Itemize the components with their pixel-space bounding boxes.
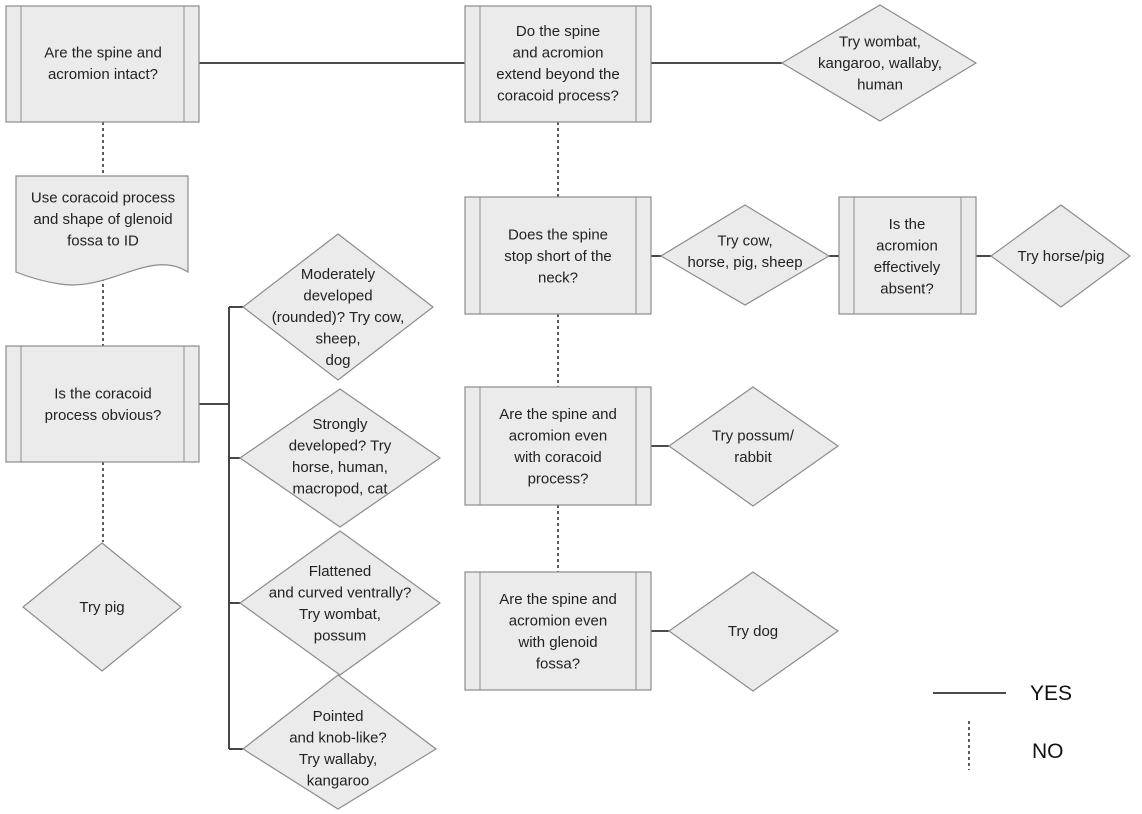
- diamond-try-horse-pig: [989, 204, 1132, 308]
- diamond-try-wombat: [780, 4, 978, 122]
- question-box-acromion-absent: [838, 196, 977, 315]
- try-possum-text: Try possum/rabbit: [712, 427, 795, 466]
- diamond-pointed: [241, 674, 438, 810]
- legend: YES NO: [933, 682, 1072, 770]
- question-box-even-glenoid: [464, 571, 652, 691]
- diamond-try-possum: [667, 386, 840, 507]
- question-box-spine-intact: [5, 5, 200, 123]
- diamond-strongly-developed: [238, 388, 442, 528]
- try-cow-text: Try cow,horse, pig, sheep: [687, 232, 802, 271]
- diamond-flattened: [238, 530, 442, 676]
- diamond-try-cow: [659, 204, 831, 306]
- try-pig-text: Try pig: [79, 599, 124, 616]
- diamond-try-pig: [22, 542, 182, 672]
- question-box-coracoid-obvious: [5, 345, 200, 463]
- legend-yes-label: YES: [1030, 682, 1072, 705]
- question-box-stop-short: [464, 196, 652, 315]
- document-shape-use-coracoid: [15, 175, 189, 286]
- legend-no-label: NO: [1032, 740, 1064, 763]
- question-box-extend-beyond: [464, 5, 652, 123]
- diamond-try-dog: [667, 571, 840, 692]
- question-box-even-coracoid: [464, 386, 652, 506]
- try-horse-pig-text: Try horse/pig: [1018, 248, 1105, 265]
- diamond-moderately-developed: [242, 233, 434, 381]
- try-wombat-text: Try wombat,kangaroo, wallaby,human: [818, 34, 942, 94]
- try-dog-text: Try dog: [728, 623, 778, 640]
